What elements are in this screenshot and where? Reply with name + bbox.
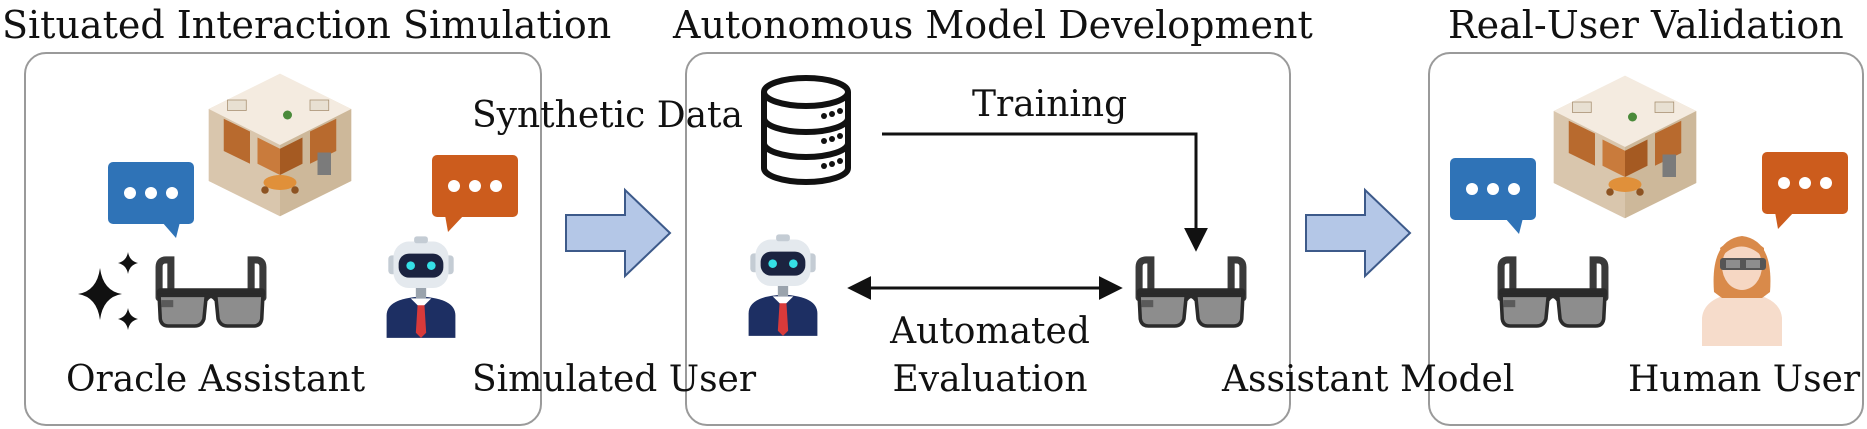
label-oracle-assistant: Oracle Assistant xyxy=(66,359,366,400)
panel-title-validation: Real-User Validation xyxy=(1448,3,1844,47)
label-synthetic-data: Synthetic Data xyxy=(472,95,743,136)
chat-bubble-orange-icon xyxy=(432,155,518,232)
robot-user-icon-2 xyxy=(748,234,818,336)
database-icon xyxy=(761,75,851,185)
smart-glasses-icon-2 xyxy=(1499,260,1608,326)
flow-arrow-2 xyxy=(1305,187,1412,279)
chat-bubble-blue-icon xyxy=(108,162,194,238)
label-assistant-model: Assistant Model xyxy=(1222,359,1515,400)
label-automated: Automated xyxy=(890,311,1090,352)
human-user-icon xyxy=(1702,236,1782,346)
flow-arrow-1 xyxy=(565,187,672,279)
label-human-user: Human User xyxy=(1628,359,1861,400)
assistant-glasses-icon xyxy=(1137,260,1246,326)
chat-bubble-orange-icon-2 xyxy=(1762,152,1848,229)
label-evaluation: Evaluation xyxy=(892,359,1088,400)
panel-title-development: Autonomous Model Development xyxy=(673,3,1313,47)
robot-user-icon xyxy=(386,236,456,338)
label-training: Training xyxy=(972,84,1128,125)
smart-glasses-icon xyxy=(157,260,266,326)
kitchen-scene-icon-2 xyxy=(1553,75,1697,219)
sparkle-icon xyxy=(78,252,138,330)
chat-bubble-blue-icon-2 xyxy=(1450,158,1536,234)
kitchen-scene-icon xyxy=(208,73,352,217)
label-simulated-user: Simulated User xyxy=(472,359,757,400)
training-arrow xyxy=(882,132,1208,252)
panel-title-simulation: Situated Interaction Simulation xyxy=(2,3,612,47)
